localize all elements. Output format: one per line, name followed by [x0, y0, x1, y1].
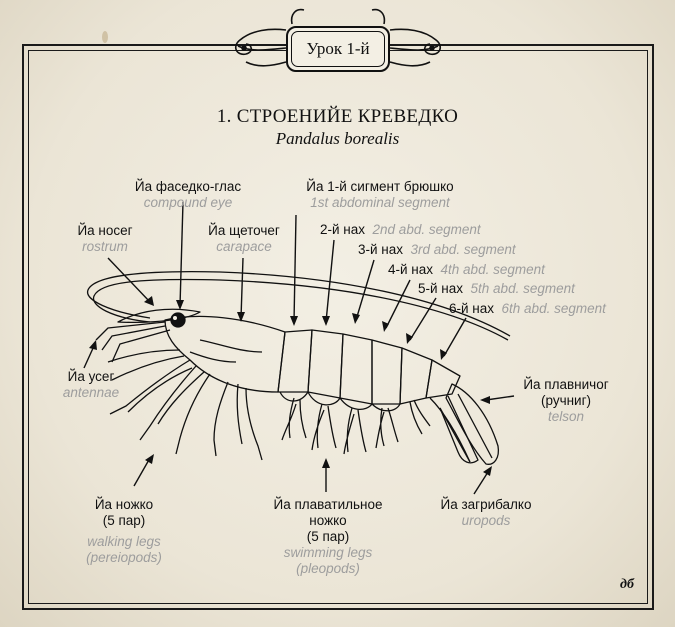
- label-seg2-ru: 2-й нах: [320, 222, 366, 237]
- label-walking-legs: Йа ножко (5 пар) walking legs (pereiopod…: [64, 497, 184, 566]
- label-telson-en: telson: [547, 409, 585, 424]
- label-telson-ru1: Йа плавничог: [523, 377, 609, 392]
- label-walking-legs-ru2: (5 пар): [102, 513, 146, 528]
- label-abdominal-1: Йа 1-й сигмент брюшко 1st abdominal segm…: [286, 179, 474, 211]
- telson-shape: [445, 383, 500, 465]
- label-carapace: Йа щеточег carapace: [198, 223, 290, 255]
- page-number: дб: [620, 577, 634, 592]
- label-pointers: [83, 201, 515, 495]
- label-abdominal-1-en: 1st abdominal segment: [310, 195, 450, 210]
- carapace-shape: [164, 315, 286, 393]
- label-antennae: Йа усег antennae: [54, 369, 128, 401]
- label-seg6-en: 6th abd. segment: [501, 301, 606, 316]
- label-seg2-en: 2nd abd. segment: [372, 222, 481, 237]
- label-uropods-ru: Йа загрибалко: [440, 497, 532, 512]
- species-name: Pandalus borealis: [275, 129, 400, 148]
- label-seg3-ru: 3-й нах: [358, 242, 404, 257]
- label-seg3-en: 3rd abd. segment: [410, 242, 516, 257]
- label-uropods: Йа загрибалко uropods: [424, 497, 548, 529]
- lesson-badge: Урок 1-й: [286, 26, 390, 72]
- label-antennae-en: antennae: [62, 385, 120, 400]
- label-swimming-legs-ru2: ножко: [309, 513, 347, 528]
- label-walking-legs-en2: (pereiopods): [86, 550, 162, 565]
- label-walking-legs-en1: walking legs: [87, 534, 161, 549]
- label-abdominal-1-ru: Йа 1-й сигмент брюшко: [306, 179, 454, 194]
- label-seg6: 6-й нах 6th abd. segment: [449, 301, 606, 317]
- paper-stain: [102, 31, 108, 43]
- eye-shape: [170, 312, 186, 328]
- label-seg4: 4-й нах 4th abd. segment: [388, 262, 545, 278]
- label-uropods-en: uropods: [461, 513, 511, 528]
- label-swimming-legs-ru1: Йа плаватильное: [273, 497, 383, 512]
- lesson-badge-text: Урок 1-й: [306, 39, 370, 58]
- label-carapace-ru: Йа щеточег: [208, 223, 280, 238]
- label-seg6-ru: 6-й нах: [449, 301, 495, 316]
- antenna-long: [87, 271, 511, 337]
- label-seg4-ru: 4-й нах: [388, 262, 434, 277]
- walking-legs-shape: [107, 349, 263, 461]
- label-swimming-legs-en1: swimming legs: [283, 545, 373, 560]
- swimming-legs-shape: [281, 397, 431, 455]
- label-rostrum-ru: Йа носег: [77, 223, 133, 238]
- rostrum-shape: [117, 308, 201, 324]
- label-walking-legs-ru1: Йа ножко: [94, 497, 154, 512]
- label-telson-ru2: (ручниг): [540, 393, 592, 408]
- label-seg4-en: 4th abd. segment: [440, 262, 545, 277]
- label-swimming-legs: Йа плаватильное ножко (5 пар) swimming l…: [262, 497, 394, 577]
- label-seg2: 2-й нах 2nd abd. segment: [320, 222, 481, 238]
- label-seg5-ru: 5-й нах: [418, 281, 464, 296]
- label-carapace-en: carapace: [216, 239, 272, 254]
- label-compound-eye-ru: Йа фаседко-глас: [134, 179, 242, 194]
- ornament-left: [234, 8, 305, 67]
- label-rostrum-en: rostrum: [82, 239, 128, 254]
- label-seg3: 3-й нах 3rd abd. segment: [358, 242, 516, 258]
- label-seg5-en: 5th abd. segment: [470, 281, 575, 296]
- label-compound-eye-en: compound eye: [143, 195, 233, 210]
- shrimp-body: [87, 271, 511, 465]
- label-telson: Йа плавничог (ручниг) telson: [510, 377, 622, 425]
- label-seg5: 5-й нах 5th abd. segment: [418, 281, 575, 297]
- label-swimming-legs-ru3: (5 пар): [306, 529, 350, 544]
- label-antennae-ru: Йа усег: [67, 369, 115, 384]
- label-swimming-legs-en2: (pleopods): [296, 561, 360, 576]
- page-title: 1. СТРОЕНИЙЕ КРЕВЕДКО: [216, 106, 459, 127]
- label-compound-eye: Йа фаседко-глас compound eye: [118, 179, 258, 211]
- ornament-right: [371, 8, 442, 67]
- label-rostrum: Йа носег rostrum: [68, 223, 142, 255]
